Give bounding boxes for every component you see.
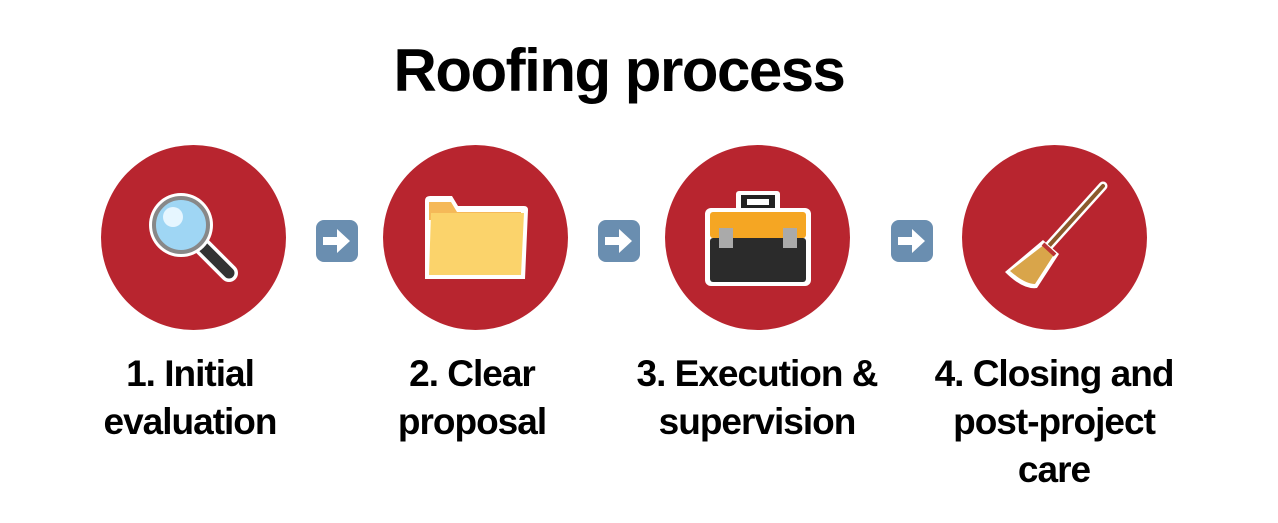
step-1-label: 1. Initial evaluation bbox=[40, 350, 340, 446]
broom-icon bbox=[1004, 181, 1107, 288]
folder-icon bbox=[424, 195, 528, 279]
label-line: 1. Initial bbox=[126, 353, 255, 394]
label-line: proposal bbox=[397, 401, 547, 442]
step-4-circle bbox=[962, 145, 1147, 330]
page-title: Roofing process bbox=[393, 37, 846, 104]
arrow-right-icon bbox=[315, 219, 359, 263]
label-line: supervision bbox=[658, 401, 857, 442]
arrow-right-icon bbox=[597, 219, 641, 263]
step-3-circle bbox=[665, 145, 850, 330]
toolbox-icon bbox=[704, 190, 811, 286]
label-line: evaluation bbox=[103, 401, 278, 442]
label-line: care bbox=[1017, 449, 1091, 490]
label-line: 3. Execution & bbox=[636, 353, 879, 394]
arrow-right-icon bbox=[890, 219, 934, 263]
label-line: 2. Clear bbox=[409, 353, 536, 394]
label-line: post-project bbox=[953, 401, 1156, 442]
label-line: 4. Closing and bbox=[934, 353, 1175, 394]
step-2-circle bbox=[383, 145, 568, 330]
step-2-label: 2. Clear proposal bbox=[322, 350, 622, 446]
step-3-label: 3. Execution & supervision bbox=[607, 350, 907, 446]
magnifying-glass-icon bbox=[148, 192, 238, 282]
step-4-label: 4. Closing and post-project care bbox=[904, 350, 1204, 494]
step-1-circle bbox=[101, 145, 286, 330]
